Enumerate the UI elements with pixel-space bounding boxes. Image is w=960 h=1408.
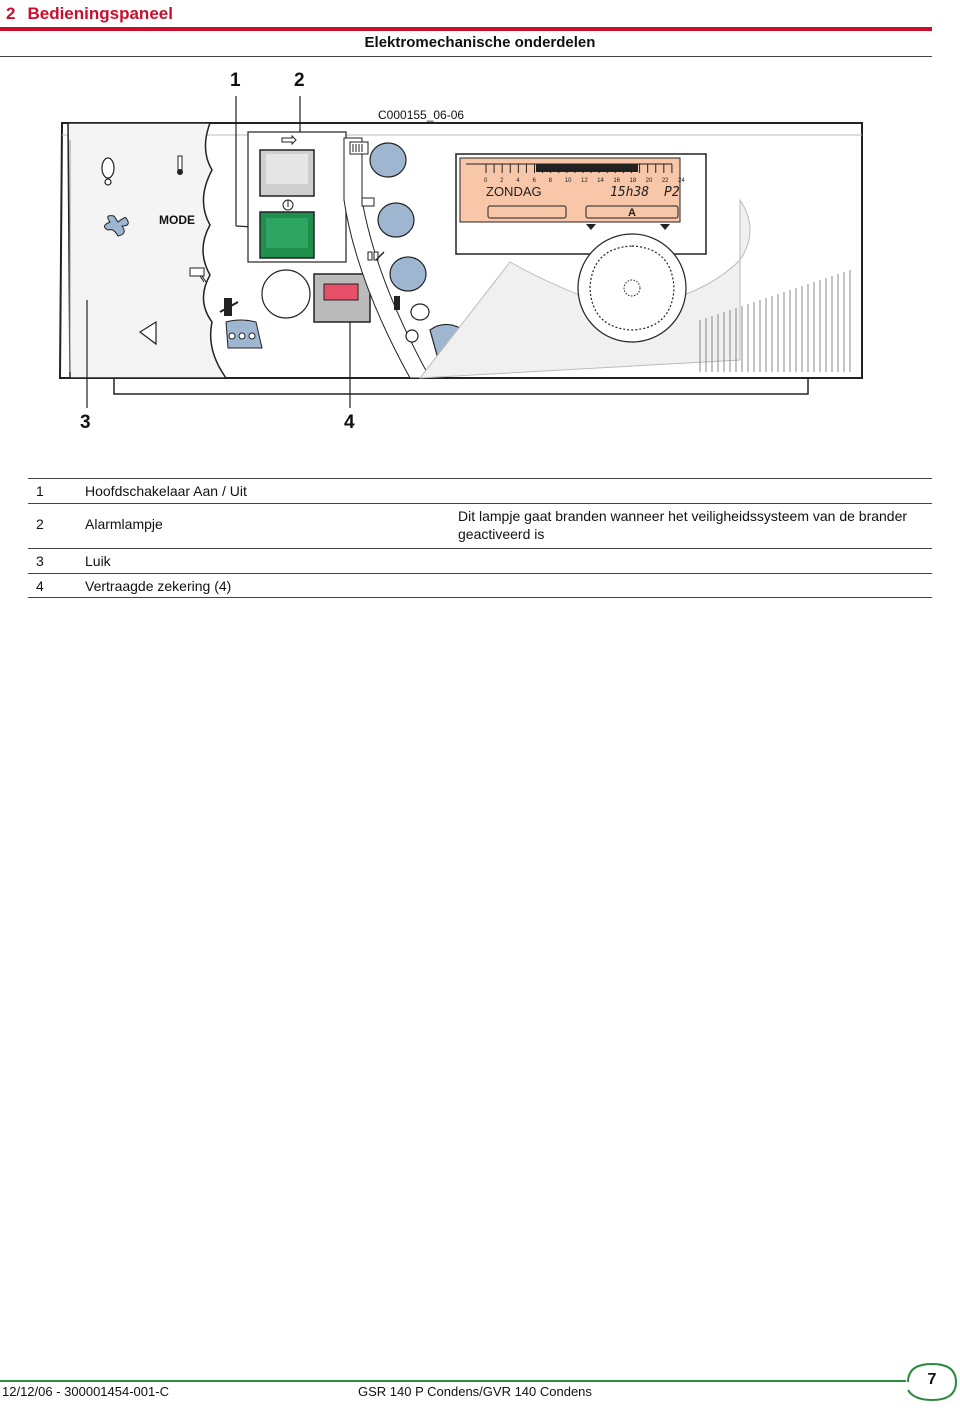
callout-4: 4: [344, 412, 355, 433]
back-arrow-icon: [138, 320, 157, 346]
legend-description: Dit lampje gaat branden wanneer het veil…: [458, 508, 908, 542]
vent-ribs: [699, 270, 851, 372]
legend-label: Alarmlampje: [85, 516, 163, 532]
legend-row-3: 3 Luik: [28, 548, 932, 573]
page-number-text: 7: [927, 1371, 937, 1388]
tap-icon-2: [361, 197, 375, 207]
page-header: 2 Bedieningspaneel: [0, 0, 960, 34]
legend-label: Luik: [85, 553, 111, 569]
manual-icon: [367, 251, 379, 261]
thermometer-bulb-icon: [101, 157, 115, 179]
burner-icon: [281, 134, 297, 146]
hour-tick-label: 4: [516, 178, 520, 184]
legend-row-1: 1 Hoofdschakelaar Aan / Uit: [28, 478, 932, 503]
control-panel-figure: 1 2 C000155_06-06 3 4 MODE: [0, 60, 960, 440]
manual-mode-button: [389, 256, 427, 292]
hot-water-button: [377, 202, 415, 238]
chapter-title: Bedieningspaneel: [27, 4, 173, 23]
callout-2: 2: [294, 70, 305, 91]
chapter-number: 2: [6, 4, 16, 23]
legend-label: Vertraagde zekering (4): [85, 578, 232, 594]
display-program: P2: [664, 185, 680, 200]
hour-tick-label: 12: [581, 178, 588, 184]
document-reference: 12/12/06 - 300001454-001-C: [2, 1384, 169, 1399]
legend-row-4: 4 Vertraagde zekering (4): [28, 573, 932, 598]
product-name: GSR 140 P Condens/GVR 140 Condens: [358, 1384, 592, 1399]
hour-tick-label: 14: [597, 178, 604, 184]
display-day: ZONDAG: [486, 184, 542, 199]
figure-code: C000155_06-06: [378, 108, 465, 122]
chimney-sweep-icon-2: [394, 296, 400, 310]
heating-button: [369, 142, 407, 178]
adjust-cross-icon: [104, 215, 129, 237]
footer-rule: [0, 1380, 906, 1382]
tap-icon: [189, 267, 205, 277]
hour-tick-label: 2: [500, 178, 504, 184]
hour-tick-label: 6: [533, 178, 537, 184]
header-rule: [0, 27, 932, 31]
hour-tick-label: 24: [678, 178, 685, 184]
chapter-heading: 2 Bedieningspaneel: [6, 4, 173, 24]
panel-drawing: MODE: [58, 96, 863, 408]
small-button: [410, 303, 430, 321]
hour-tick-label: 18: [630, 178, 637, 184]
mode-label: MODE: [159, 213, 195, 227]
legend-number: 4: [36, 578, 44, 594]
legend-row-2: 2 Alarmlampje Dit lampje gaat branden wa…: [28, 503, 932, 548]
legend-label: Hoofdschakelaar Aan / Uit: [85, 483, 247, 499]
section-title: Elektromechanische onderdelen: [364, 34, 596, 51]
callout-1: 1: [230, 70, 241, 91]
title-rule: [0, 56, 932, 57]
door-panel: [67, 122, 228, 379]
page-number: 7: [906, 1360, 958, 1404]
legend-number: 1: [36, 483, 44, 499]
hour-tick-label: 20: [646, 178, 653, 184]
hour-tick-label: 16: [613, 178, 620, 184]
display-mode: A: [628, 207, 636, 219]
display-time: 15h38: [610, 185, 649, 200]
hour-tick-label: 22: [662, 178, 669, 184]
hour-tick-label: 10: [565, 178, 572, 184]
legend-number: 2: [36, 516, 44, 532]
hour-tick-label: 8: [549, 178, 553, 184]
thermometer-icon: [177, 169, 183, 175]
legend-number: 3: [36, 553, 44, 569]
hour-tick-label: 0: [484, 178, 488, 184]
legend-table: 1 Hoofdschakelaar Aan / Uit 2 Alarmlampj…: [28, 478, 932, 598]
callout-3: 3: [80, 412, 91, 433]
